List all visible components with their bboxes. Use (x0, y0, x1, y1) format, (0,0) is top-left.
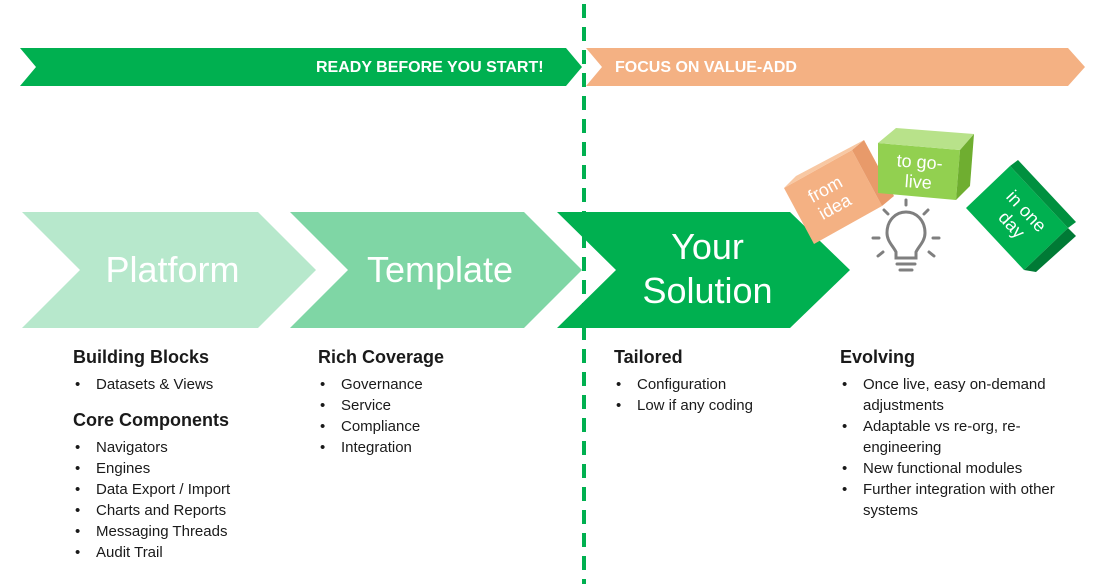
ready-banner-label: READY BEFORE YOU START! (316, 59, 544, 76)
list-item: New functional modules (840, 458, 1065, 479)
focus-banner-arrow (586, 48, 1085, 86)
list-item: Audit Trail (73, 542, 293, 563)
list-item: Charts and Reports (73, 500, 293, 521)
rich-coverage-list: Governance Service Compliance Integratio… (318, 374, 538, 458)
solution-label-line1: Your (671, 226, 744, 267)
list-item: Datasets & Views (73, 374, 293, 395)
platform-column: Building Blocks Datasets & Views Core Co… (73, 346, 293, 577)
list-item: Service (318, 395, 538, 416)
solution-chevron (557, 212, 850, 328)
building-blocks-heading: Building Blocks (73, 347, 210, 367)
list-item: Once live, easy on-demand adjustments (840, 374, 1065, 416)
list-item: Messaging Threads (73, 521, 293, 542)
tailored-heading: Tailored (614, 347, 683, 367)
platform-chevron (22, 212, 316, 328)
solution-label-line2: Solution (642, 270, 773, 311)
evolving-list: Once live, easy on-demand adjustments Ad… (840, 374, 1065, 521)
cube-to-go-live-text: to go- live (879, 149, 960, 194)
building-blocks-list: Datasets & Views (73, 374, 293, 395)
rich-coverage-heading: Rich Coverage (318, 347, 445, 367)
list-item: Engines (73, 458, 293, 479)
list-item: Low if any coding (614, 395, 814, 416)
evolving-heading: Evolving (840, 347, 916, 367)
lightbulb-icon (871, 198, 941, 272)
list-item: Navigators (73, 437, 293, 458)
list-item: Further integration with other systems (840, 479, 1065, 521)
focus-banner-label: FOCUS ON VALUE-ADD (615, 59, 797, 76)
list-item: Compliance (318, 416, 538, 437)
list-item: Data Export / Import (73, 479, 293, 500)
solution-label: Your Solution (610, 225, 805, 313)
list-item: Governance (318, 374, 538, 395)
core-components-heading: Core Components (73, 410, 230, 430)
solution-column: Tailored Configuration Low if any coding (614, 346, 814, 430)
template-label: Template (366, 249, 514, 290)
list-item: Configuration (614, 374, 814, 395)
cube-to-go-live (878, 128, 974, 200)
cube-in-one-day (966, 160, 1076, 272)
evolving-column: Evolving Once live, easy on-demand adjus… (840, 346, 1065, 535)
list-item: Adaptable vs re-org, re-engineering (840, 416, 1065, 458)
tailored-list: Configuration Low if any coding (614, 374, 814, 416)
template-chevron (290, 212, 582, 328)
core-components-list: Navigators Engines Data Export / Import … (73, 437, 293, 563)
ready-banner-arrow (20, 48, 582, 86)
list-item: Integration (318, 437, 538, 458)
platform-label: Platform (105, 249, 240, 290)
template-column: Rich Coverage Governance Service Complia… (318, 346, 538, 472)
